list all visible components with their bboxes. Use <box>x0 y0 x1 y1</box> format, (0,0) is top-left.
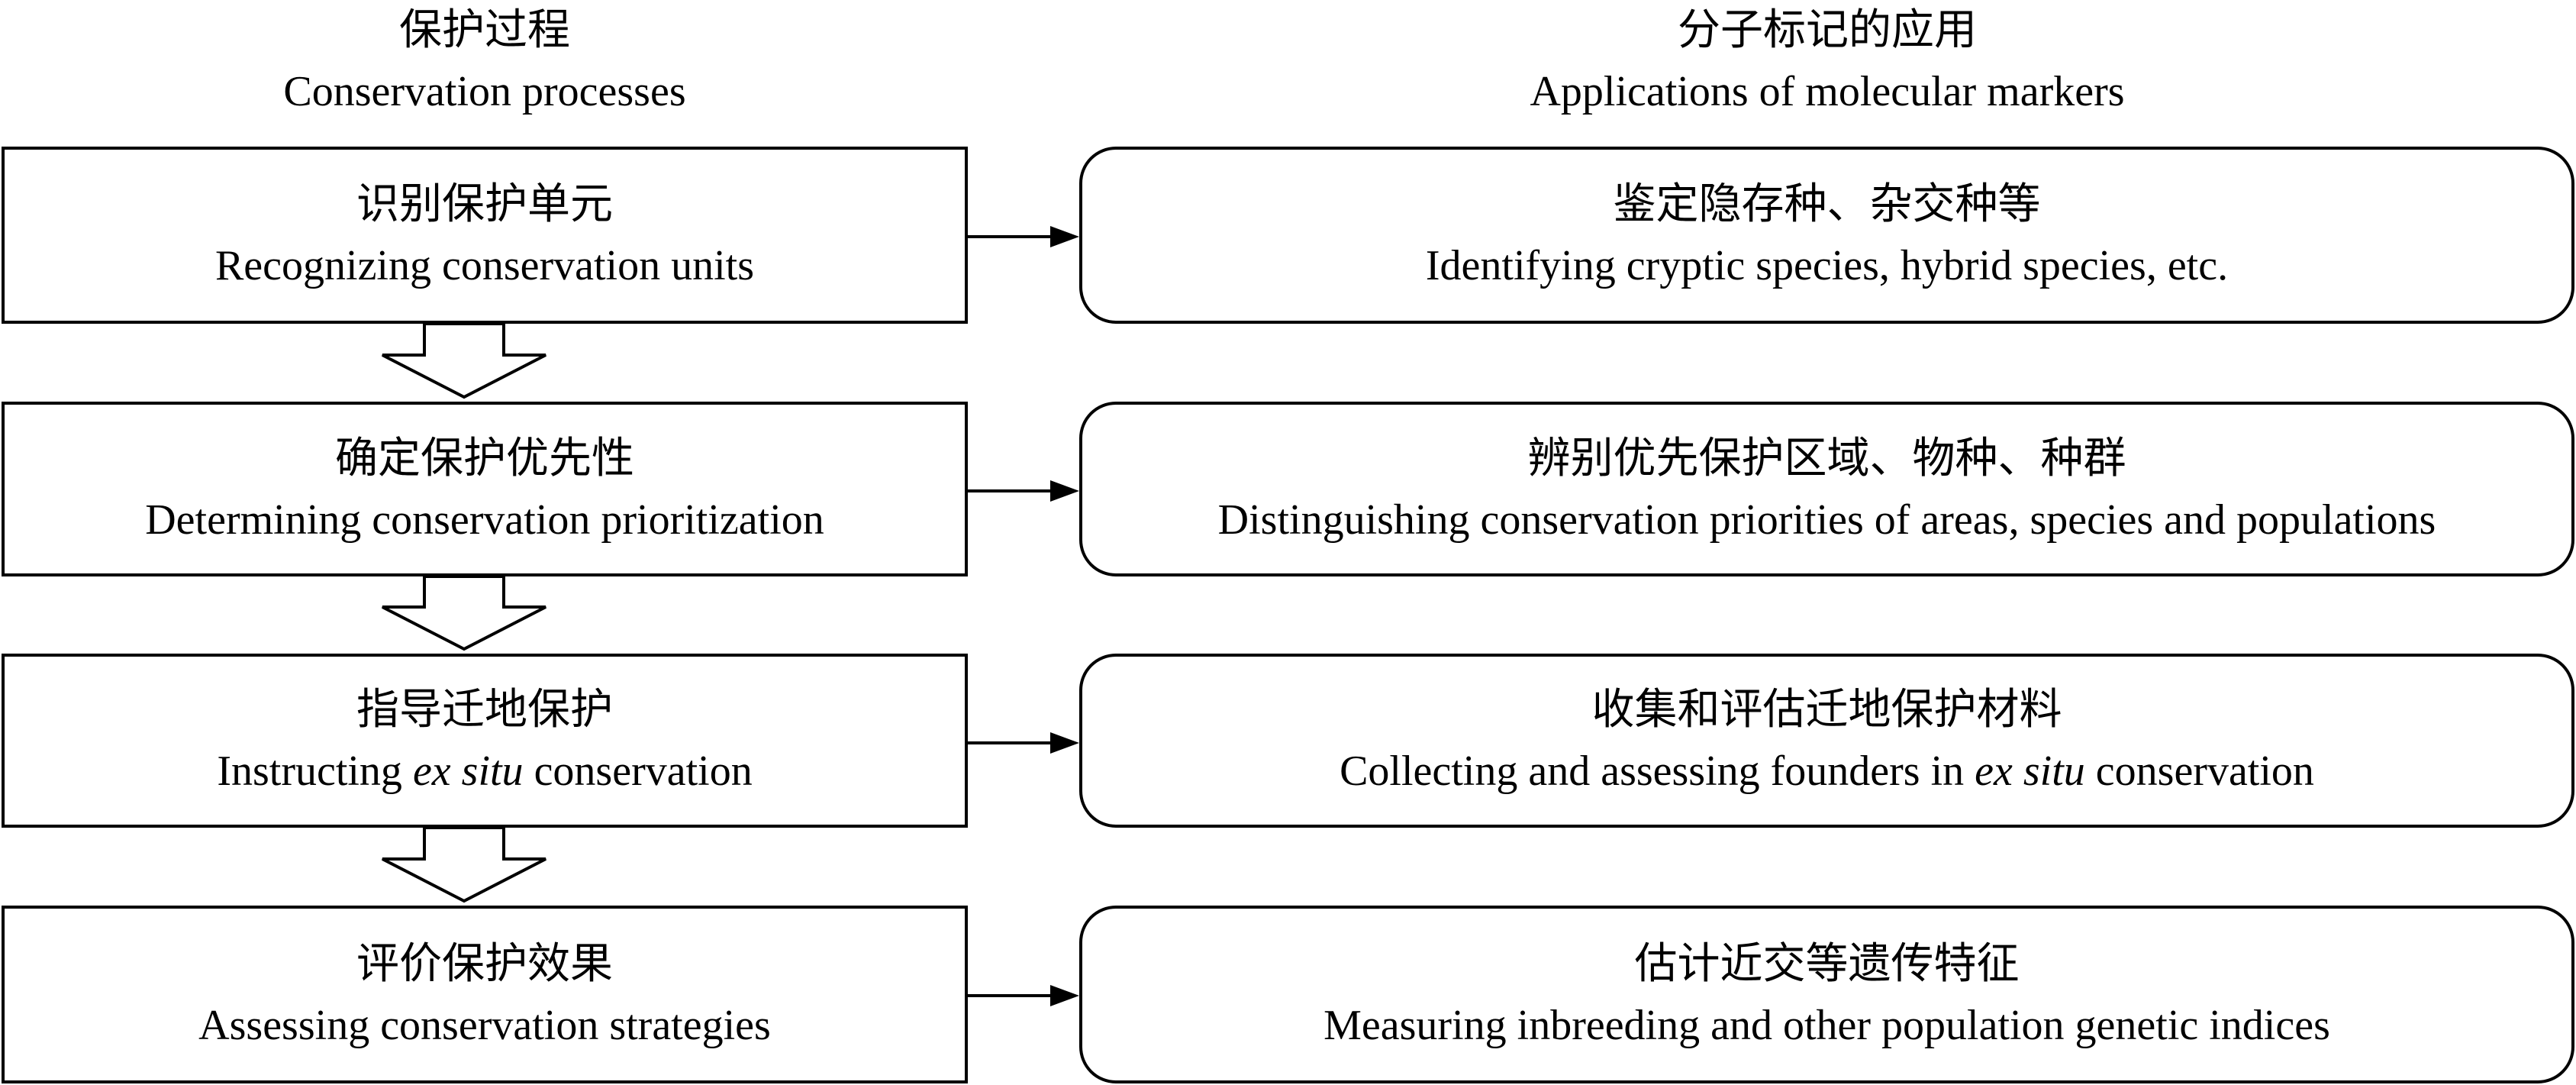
process-label-en-post: conservation <box>523 748 753 795</box>
application-label-zh: 辨别优先保护区域、物种、种群 <box>1527 434 2126 483</box>
down-arrow-3 <box>382 826 546 903</box>
process-label-en: Recognizing conservation units <box>214 242 755 289</box>
application-label-en-pre: Collecting and assessing founders in <box>1340 748 1975 795</box>
right-arrow-3 <box>968 732 1079 754</box>
left-header-zh: 保护过程 <box>399 7 570 54</box>
right-arrow-2 <box>968 480 1079 502</box>
left-header-en: Conservation processes <box>283 68 686 115</box>
right-arrow-4 <box>968 985 1079 1006</box>
process-label-zh: 识别保护单元 <box>356 181 613 228</box>
process-box-instructing-ex-situ: 指导迁地保护 Instructing ex situ conservation <box>2 654 968 828</box>
right-header-zh: 分子标记的应用 <box>1678 7 1977 54</box>
process-label-en: Assessing conservation strategies <box>198 1001 771 1049</box>
application-label-zh: 收集和评估迁地保护材料 <box>1591 686 2062 734</box>
application-label-en: Measuring inbreeding and other populatio… <box>1323 1001 2330 1049</box>
application-label-zh: 鉴定隐存种、杂交种等 <box>1613 181 2041 228</box>
process-label-zh: 评价保护效果 <box>356 940 613 988</box>
application-label-en-italic: ex situ <box>1975 748 2085 795</box>
left-column-header: 保护过程 Conservation processes <box>0 0 969 122</box>
process-label-zh: 指导迁地保护 <box>356 686 613 734</box>
process-label-en-italic: ex situ <box>412 748 524 795</box>
process-label-en: Instructing ex situ conservation <box>217 741 752 802</box>
right-arrow-1 <box>968 226 1079 247</box>
down-arrow-1 <box>382 322 546 399</box>
application-label-en: Collecting and assessing founders in ex … <box>1340 741 2314 802</box>
process-label-en-pre: Instructing <box>217 748 413 795</box>
right-column-header: 分子标记的应用 Applications of molecular marker… <box>1079 0 2575 122</box>
down-arrow-2 <box>382 575 546 651</box>
process-label-zh: 确定保护优先性 <box>335 434 634 483</box>
application-box-collecting-founders: 收集和评估迁地保护材料 Collecting and assessing fou… <box>1079 654 2574 828</box>
application-label-en: Distinguishing conservation priorities o… <box>1217 496 2436 544</box>
right-header-en: Applications of molecular markers <box>1530 68 2125 115</box>
application-label-zh: 估计近交等遗传特征 <box>1634 940 2020 988</box>
process-box-assessing-strategies: 评价保护效果 Assessing conservation strategies <box>2 906 968 1083</box>
process-box-recognizing-units: 识别保护单元 Recognizing conservation units <box>2 147 968 324</box>
process-box-determining-prioritization: 确定保护优先性 Determining conservation priorit… <box>2 402 968 576</box>
process-label-en: Determining conservation prioritization <box>145 496 824 544</box>
application-box-distinguishing-priorities: 辨别优先保护区域、物种、种群 Distinguishing conservati… <box>1079 402 2574 576</box>
application-box-measuring-inbreeding: 估计近交等遗传特征 Measuring inbreeding and other… <box>1079 906 2574 1083</box>
application-label-en: Identifying cryptic species, hybrid spec… <box>1425 242 2229 289</box>
application-box-identifying-species: 鉴定隐存种、杂交种等 Identifying cryptic species, … <box>1079 147 2574 324</box>
application-label-en-post: conservation <box>2084 748 2314 795</box>
